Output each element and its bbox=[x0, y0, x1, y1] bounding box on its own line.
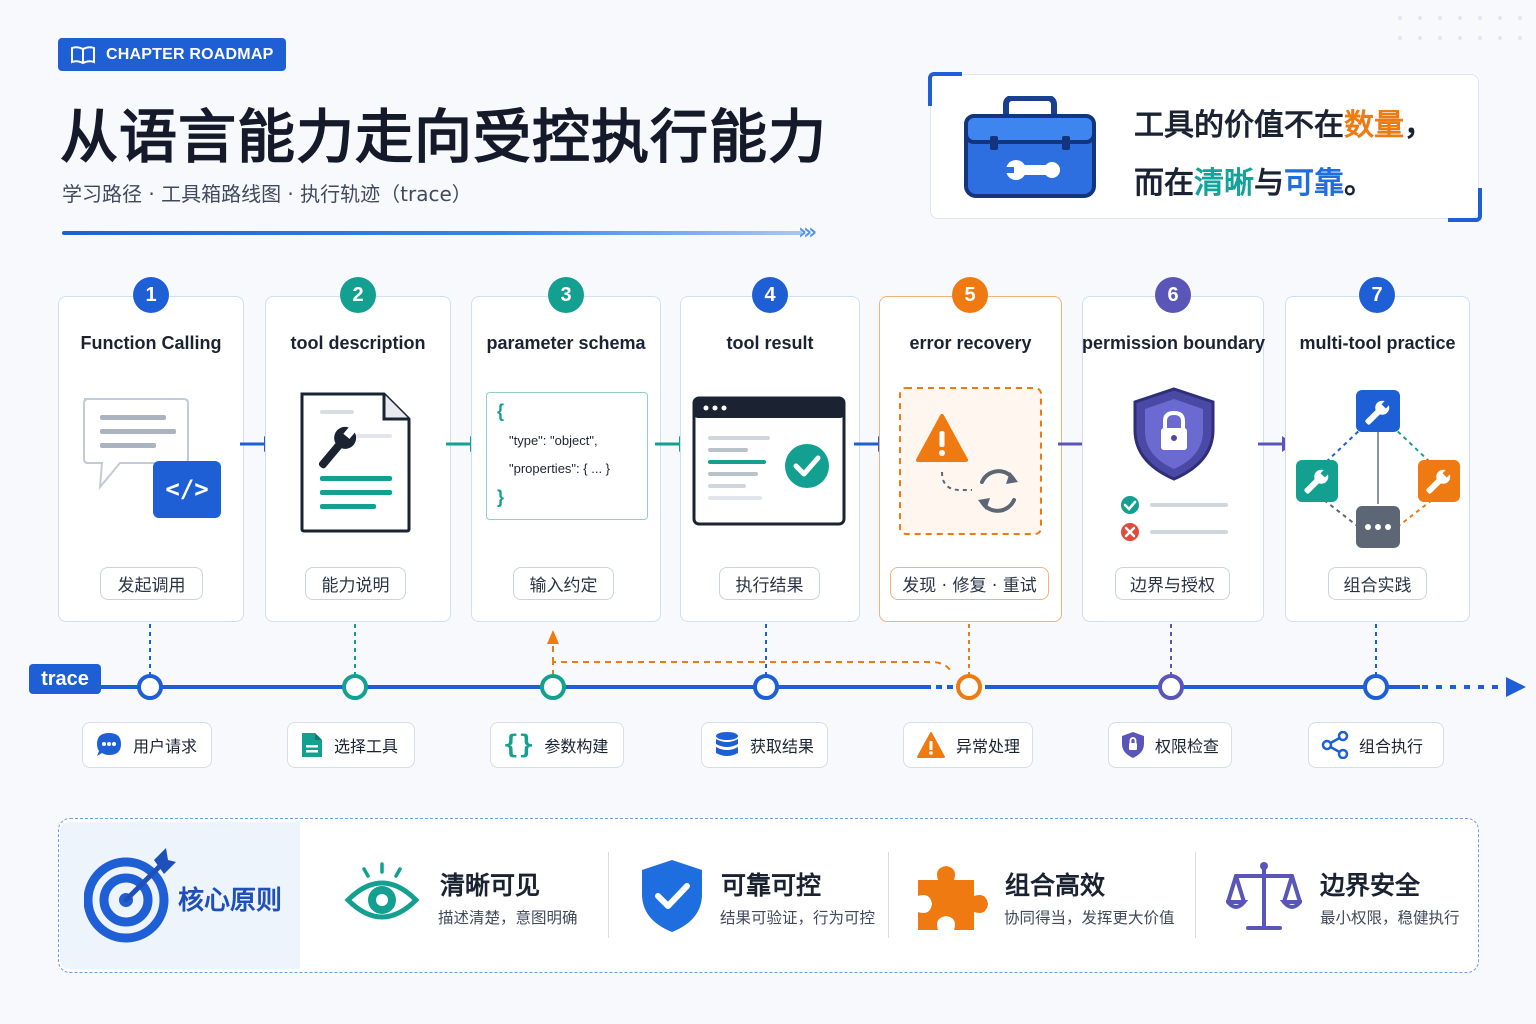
quote-highlight-reliability: 可靠 bbox=[1284, 166, 1344, 201]
document-wrench-icon bbox=[300, 392, 411, 533]
code-brace: } bbox=[497, 487, 505, 507]
trace-step-label: 组合执行 bbox=[1359, 737, 1424, 756]
step-tag: 发现 · 修复 · 重试 bbox=[890, 567, 1049, 600]
principle-desc: 最小权限，稳健执行 bbox=[1320, 909, 1460, 927]
step-number: 7 bbox=[1359, 277, 1395, 313]
target-icon bbox=[84, 848, 176, 943]
page-subtitle: 学习路径 · 工具箱路线图 · 执行轨迹（trace） bbox=[62, 182, 472, 206]
trace-step-get-result: 获取结果 bbox=[701, 722, 828, 768]
warning-icon bbox=[916, 732, 945, 758]
share-icon bbox=[1321, 731, 1349, 759]
scale-icon bbox=[1226, 862, 1302, 930]
quote-line-1: 工具的价值不在数量， bbox=[1134, 100, 1434, 144]
checklist-icon bbox=[1121, 496, 1228, 541]
toolbox-icon bbox=[964, 96, 1096, 198]
step-title: permission boundary bbox=[1082, 333, 1266, 353]
trace-step-label: 异常处理 bbox=[955, 737, 1020, 756]
quote-text: 工具的价值不在 bbox=[1134, 108, 1344, 143]
svg-text:</>: </> bbox=[165, 475, 208, 503]
step-tag: 发起调用 bbox=[100, 567, 203, 600]
step-title: error recovery bbox=[909, 333, 1032, 353]
quote-text: 与 bbox=[1254, 166, 1284, 201]
decorative-dots bbox=[1398, 16, 1522, 40]
chapter-badge: CHAPTER ROADMAP bbox=[58, 38, 286, 71]
quote-card-corner bbox=[1448, 188, 1482, 222]
braces-icon: {} bbox=[503, 730, 535, 760]
core-principles-title: 核心原则 bbox=[178, 886, 283, 916]
multi-tool-network-icon bbox=[1296, 390, 1460, 548]
chat-icon bbox=[97, 733, 121, 756]
trace-step-label: 权限检查 bbox=[1154, 737, 1219, 756]
trace-step-build-params: {} 参数构建 bbox=[490, 722, 624, 768]
step-number: 6 bbox=[1155, 277, 1191, 313]
document-icon bbox=[302, 733, 322, 757]
chat-code-icon: </> bbox=[83, 398, 221, 518]
step-number: 3 bbox=[548, 277, 584, 313]
principle-title: 可靠可控 bbox=[721, 871, 822, 900]
trace-step-select-tool: 选择工具 bbox=[287, 722, 415, 768]
shield-lock-icon bbox=[1121, 732, 1144, 758]
step-title: Function Calling bbox=[80, 333, 222, 353]
chevrons-icon: ››› bbox=[798, 220, 817, 245]
trace-step-label: 参数构建 bbox=[544, 737, 609, 756]
quote-line-2: 而在清晰与可靠。 bbox=[1134, 158, 1374, 202]
quote-text: 而在 bbox=[1134, 166, 1194, 201]
principle-title: 边界安全 bbox=[1320, 871, 1421, 900]
trace-step-label: 获取结果 bbox=[750, 737, 815, 756]
divider bbox=[608, 852, 609, 938]
trace-step-label: 选择工具 bbox=[334, 737, 399, 756]
code-brace: { bbox=[497, 401, 505, 421]
chapter-badge-label: CHAPTER ROADMAP bbox=[106, 45, 274, 63]
step-number: 4 bbox=[752, 277, 788, 313]
eye-icon bbox=[344, 862, 420, 920]
step-tag: 组合实践 bbox=[1328, 567, 1427, 600]
step-title: multi-tool practice bbox=[1299, 333, 1456, 353]
quote-card-corner bbox=[928, 72, 962, 106]
divider bbox=[1195, 852, 1196, 938]
page-title: 从语言能力走向受控执行能力 bbox=[60, 103, 828, 171]
principle-desc: 描述清楚，意图明确 bbox=[438, 909, 578, 927]
result-window-icon bbox=[692, 396, 846, 526]
shield-check-icon bbox=[642, 860, 702, 932]
principle-desc: 协同得当，发挥更大价值 bbox=[1004, 909, 1175, 927]
puzzle-icon bbox=[918, 866, 988, 930]
shield-lock-icon bbox=[1133, 387, 1215, 481]
trace-step-combined-exec: 组合执行 bbox=[1308, 722, 1444, 768]
step-number: 2 bbox=[340, 277, 376, 313]
principle-desc: 结果可验证，行为可控 bbox=[720, 909, 876, 927]
step-title: parameter schema bbox=[486, 333, 646, 353]
trace-step-permission-check: 权限检查 bbox=[1108, 722, 1232, 768]
step-tag: 执行结果 bbox=[719, 567, 820, 600]
step-tag: 边界与授权 bbox=[1115, 567, 1230, 600]
step-number: 5 bbox=[952, 277, 988, 313]
code-line: "properties": { ... } bbox=[509, 461, 611, 476]
step-title: tool result bbox=[726, 333, 814, 353]
quote-text: 。 bbox=[1344, 166, 1374, 201]
principle-title: 清晰可见 bbox=[440, 871, 541, 900]
step-title: tool description bbox=[290, 333, 426, 353]
trace-label: trace bbox=[29, 664, 101, 694]
trace-timeline bbox=[100, 624, 1526, 700]
json-schema-snippet: { "type": "object", "properties": { ... … bbox=[486, 392, 648, 520]
database-icon bbox=[716, 732, 738, 756]
trace-step-exception: 异常处理 bbox=[903, 722, 1033, 768]
step-number: 1 bbox=[133, 277, 169, 313]
divider bbox=[888, 852, 889, 938]
quote-text: ， bbox=[1404, 108, 1434, 143]
quote-highlight-clarity: 清晰 bbox=[1194, 166, 1254, 201]
trace-step-label: 用户请求 bbox=[133, 737, 198, 756]
title-divider bbox=[62, 231, 802, 235]
warning-retry-icon bbox=[899, 387, 1042, 535]
quote-highlight-quantity: 数量 bbox=[1344, 108, 1404, 143]
code-line: "type": "object", bbox=[509, 433, 598, 448]
step-tag: 输入约定 bbox=[513, 567, 614, 600]
book-icon bbox=[71, 45, 95, 64]
principle-title: 组合高效 bbox=[1005, 871, 1106, 900]
step-tag: 能力说明 bbox=[305, 567, 406, 600]
trace-step-user-request: 用户请求 bbox=[82, 722, 212, 768]
